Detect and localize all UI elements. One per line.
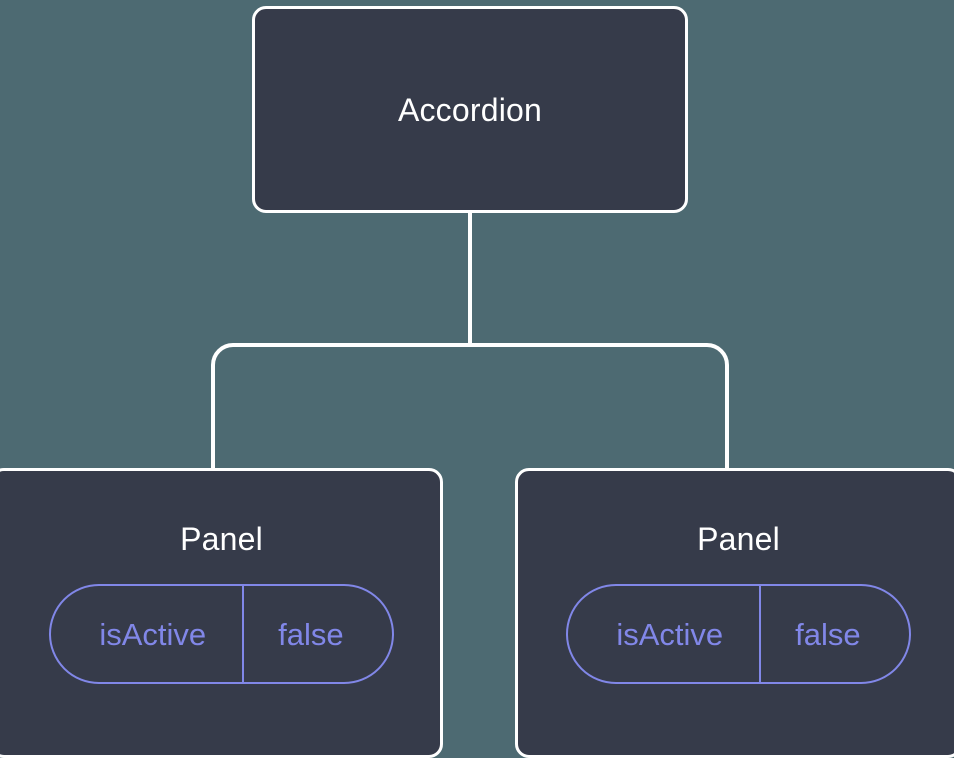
node-panel-2[interactable]: Panel isActive false [515,468,954,758]
node-panel-1[interactable]: Panel isActive false [0,468,443,758]
connector-bus-left [211,343,470,470]
node-panel-2-content: Panel isActive false [518,523,954,684]
node-panel-1-title: Panel [180,521,263,557]
state-badge-panel-1[interactable]: isActive false [49,584,394,684]
node-accordion[interactable]: Accordion [252,6,688,213]
state-badge-panel-2[interactable]: isActive false [566,584,911,684]
state-badge-key: isActive [616,616,724,652]
node-accordion-title: Accordion [397,91,543,128]
state-badge-value: false [242,586,391,682]
connector-bus-right [470,343,729,470]
component-tree-diagram: Accordion Panel isActive false Panel isA… [0,6,954,758]
state-badge-value: false [759,586,908,682]
node-panel-2-title: Panel [697,521,780,557]
state-badge-key: isActive [99,616,207,652]
node-panel-1-content: Panel isActive false [0,523,440,684]
